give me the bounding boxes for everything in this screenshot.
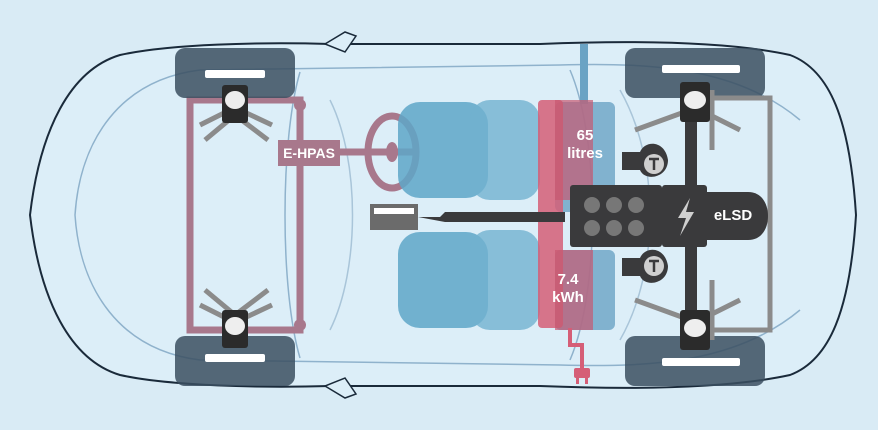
- steering-pivot-top: [294, 99, 306, 111]
- battery-pack: [555, 100, 593, 200]
- turbocharger-icon-lower: [622, 249, 668, 283]
- engine-cylinders-icon: [584, 197, 644, 236]
- gear-selector: [370, 204, 418, 230]
- right-mirror: [323, 377, 358, 399]
- battery-capacity-unit: kWh: [552, 289, 584, 306]
- elsd-housing: [707, 192, 768, 240]
- charge-cable: [568, 328, 584, 370]
- fuel-filler-line: [580, 44, 588, 104]
- steering-hub: [386, 142, 398, 162]
- gear-selector-label-plate: [374, 208, 414, 214]
- driveshaft-front: [418, 212, 565, 222]
- plug-icon: [574, 368, 590, 384]
- battery-pack-bottom: [555, 250, 593, 330]
- engine-block: [570, 185, 662, 247]
- turbocharger-icon: [622, 143, 668, 177]
- rear-axle-top: [685, 100, 697, 190]
- steering-pivot-bottom: [294, 319, 306, 331]
- front-damper-springs: [222, 85, 248, 348]
- body-contour-lines: [74, 63, 801, 367]
- rear-axle-bottom: [685, 240, 697, 330]
- fuel-capacity-label: 65 litres: [555, 128, 615, 161]
- fuel-capacity-unit: litres: [567, 145, 603, 162]
- lightning-bolt-icon: [678, 198, 694, 236]
- battery-capacity-value: 7.4: [557, 271, 579, 288]
- left-mirror: [323, 31, 358, 53]
- rear-damper-springs: [680, 82, 710, 350]
- wheel-hub-bars: [205, 65, 740, 366]
- fuel-capacity-value: 65: [576, 127, 594, 144]
- seats: [398, 100, 540, 330]
- elsd-label: eLSD: [713, 207, 753, 224]
- rear-suspension-arms: [634, 90, 773, 340]
- e-hpas-label: E-HPAS: [283, 145, 335, 161]
- e-hpas-box: [278, 140, 340, 166]
- battery-capacity-label: 7.4 kWh: [538, 272, 598, 305]
